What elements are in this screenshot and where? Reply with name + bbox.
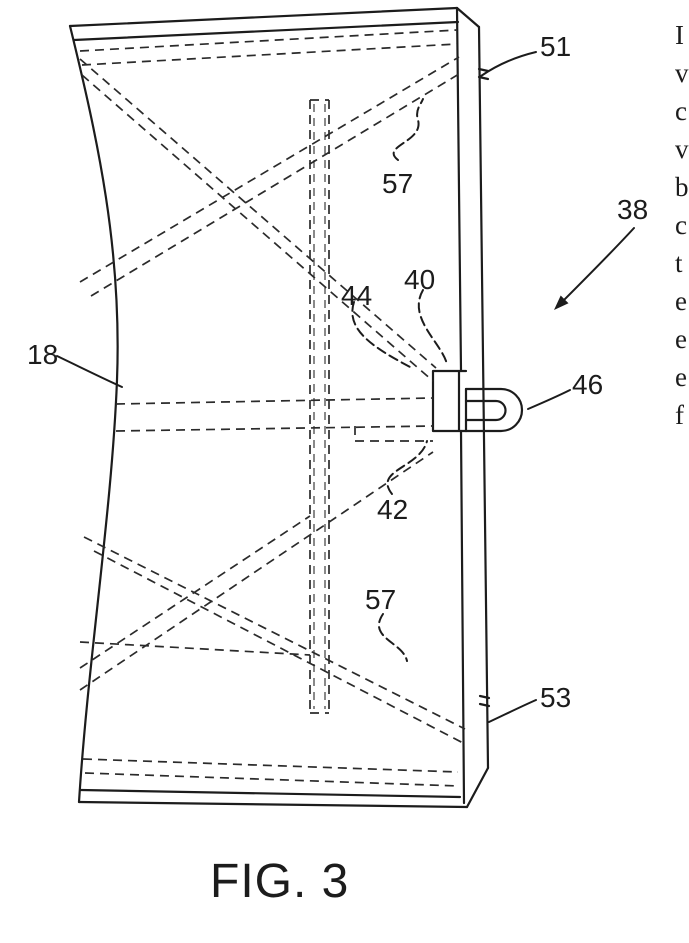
ref-label-44: 44	[341, 280, 373, 311]
edge-text-fragment: I	[675, 20, 684, 50]
leader-44	[351, 301, 413, 369]
edge-text-fragment: v	[675, 58, 689, 88]
ref-label-51: 51	[540, 31, 572, 62]
edge-text-fragment: c	[675, 210, 687, 240]
leader-40	[417, 289, 448, 365]
edge-text-fragment: t	[675, 248, 683, 278]
leader-57-lower	[377, 613, 408, 662]
edge-text-fragment: e	[675, 286, 687, 316]
leader-57-upper	[392, 98, 424, 161]
figure-caption: FIG. 3	[210, 855, 350, 908]
edge-text-fragment: e	[675, 324, 687, 354]
edge-text-fragment: c	[675, 96, 687, 126]
ref-label-42: 42	[377, 494, 409, 525]
edge-text-fragment: b	[675, 172, 689, 202]
edge-text-fragment: v	[675, 134, 689, 164]
hidden-lines	[79, 29, 466, 787]
ref-label-46: 46	[572, 369, 604, 400]
leader-46	[527, 389, 571, 410]
ref-label-38: 38	[617, 194, 649, 225]
leader-42	[386, 440, 428, 495]
leader-18	[56, 355, 123, 388]
edge-text-fragment: e	[675, 362, 687, 392]
arrowhead-38	[554, 295, 569, 310]
leader-51	[480, 51, 537, 77]
leader-lines	[56, 51, 635, 723]
ref-label-57-upper: 57	[382, 168, 414, 199]
panel-outline	[68, 6, 491, 809]
ref-label-18: 18	[27, 339, 59, 370]
hook-detail	[431, 369, 524, 433]
ref-label-40: 40	[404, 264, 436, 295]
leader-38	[559, 227, 635, 305]
ref-label-53: 53	[540, 682, 572, 713]
leader-53	[488, 699, 537, 723]
edge-text-fragment: f	[675, 400, 684, 430]
ref-label-57-lower: 57	[365, 584, 397, 615]
